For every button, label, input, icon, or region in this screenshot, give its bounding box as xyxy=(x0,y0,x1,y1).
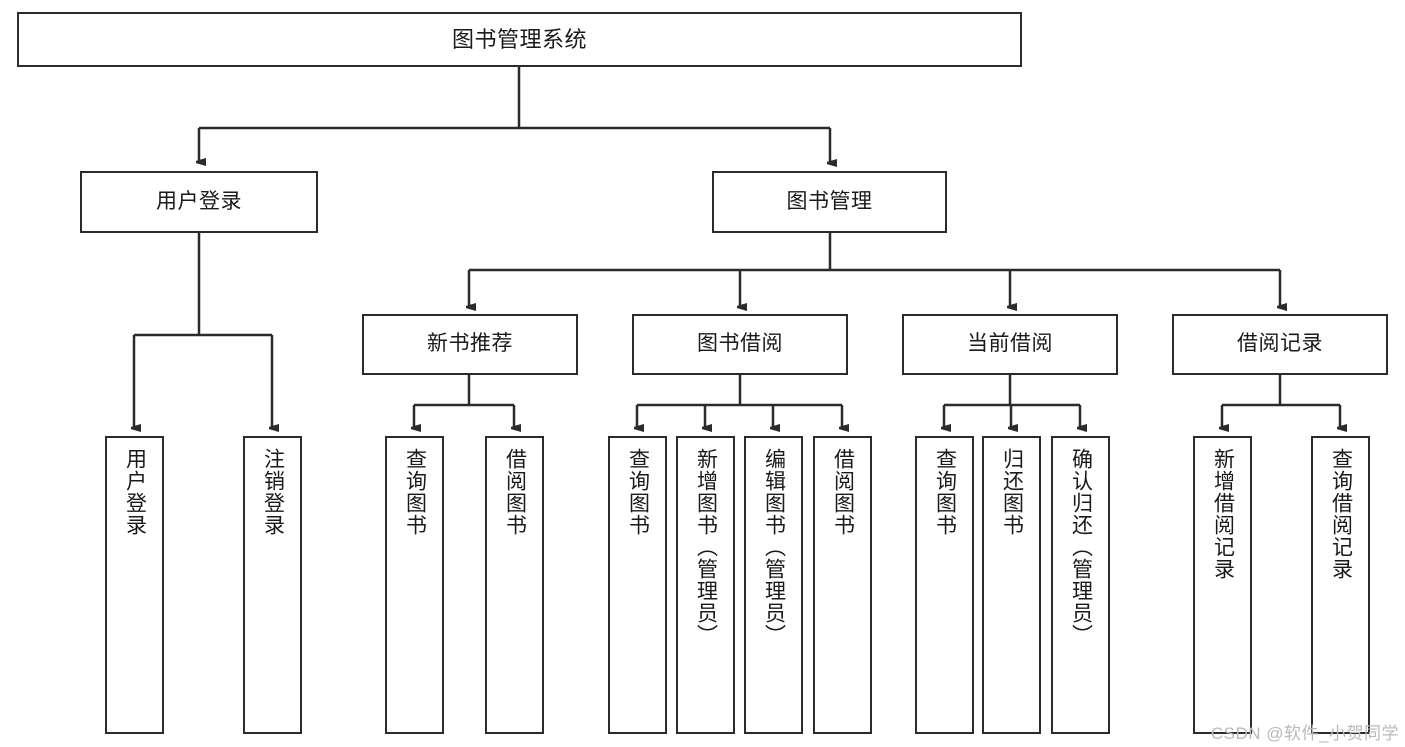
node-new-book-label: 新书推荐 xyxy=(427,332,513,356)
node-current-borrow[interactable]: 当前借阅 xyxy=(902,314,1118,375)
node-leaf-bookborrow-edit-label: 编辑图书（管理员） xyxy=(762,448,786,646)
node-borrow-record[interactable]: 借阅记录 xyxy=(1172,314,1388,375)
node-leaf-record-add-label: 新增借阅记录 xyxy=(1211,448,1235,580)
node-leaf-currentborrow-return[interactable]: 归还图书 xyxy=(982,436,1041,734)
node-user-login-label: 用户登录 xyxy=(156,189,242,213)
node-borrow-record-label: 借阅记录 xyxy=(1237,332,1323,356)
node-leaf-currentborrow-query[interactable]: 查询图书 xyxy=(915,436,974,734)
node-leaf-bookborrow-add[interactable]: 新增图书（管理员） xyxy=(676,436,735,734)
node-current-borrow-label: 当前借阅 xyxy=(967,332,1053,356)
node-leaf-record-query[interactable]: 查询借阅记录 xyxy=(1311,436,1370,734)
node-leaf-currentborrow-return-label: 归还图书 xyxy=(1000,448,1024,536)
node-leaf-newbook-query[interactable]: 查询图书 xyxy=(385,436,444,734)
node-new-book[interactable]: 新书推荐 xyxy=(362,314,578,375)
node-leaf-user-login[interactable]: 用户登录 xyxy=(105,436,164,734)
node-leaf-record-query-label: 查询借阅记录 xyxy=(1329,448,1353,580)
csdn-watermark: CSDN @软件_小贺同学 xyxy=(1210,724,1399,743)
node-leaf-currentborrow-confirm[interactable]: 确认归还（管理员） xyxy=(1051,436,1110,734)
node-leaf-bookborrow-borrow-label: 借阅图书 xyxy=(831,448,855,536)
node-book-borrow-label: 图书借阅 xyxy=(697,332,783,356)
node-book-manage[interactable]: 图书管理 xyxy=(712,171,947,233)
node-leaf-newbook-borrow-label: 借阅图书 xyxy=(503,448,527,536)
node-user-login[interactable]: 用户登录 xyxy=(80,171,318,233)
node-leaf-currentborrow-confirm-label: 确认归还（管理员） xyxy=(1069,448,1093,646)
node-root-label: 图书管理系统 xyxy=(451,26,587,52)
node-leaf-newbook-borrow[interactable]: 借阅图书 xyxy=(485,436,544,734)
node-leaf-bookborrow-query-label: 查询图书 xyxy=(626,448,650,536)
node-leaf-currentborrow-query-label: 查询图书 xyxy=(933,448,957,536)
node-leaf-bookborrow-add-label: 新增图书（管理员） xyxy=(694,448,718,646)
node-book-manage-label: 图书管理 xyxy=(786,189,873,213)
node-leaf-bookborrow-query[interactable]: 查询图书 xyxy=(608,436,667,734)
node-root[interactable]: 图书管理系统 xyxy=(17,12,1022,67)
node-leaf-record-add[interactable]: 新增借阅记录 xyxy=(1193,436,1252,734)
node-leaf-bookborrow-borrow[interactable]: 借阅图书 xyxy=(813,436,872,734)
node-book-borrow[interactable]: 图书借阅 xyxy=(632,314,848,375)
node-leaf-newbook-query-label: 查询图书 xyxy=(403,448,427,536)
node-leaf-logout[interactable]: 注销登录 xyxy=(243,436,302,734)
node-leaf-bookborrow-edit[interactable]: 编辑图书（管理员） xyxy=(744,436,803,734)
node-leaf-user-login-label: 用户登录 xyxy=(123,448,147,536)
node-leaf-logout-label: 注销登录 xyxy=(261,448,285,536)
